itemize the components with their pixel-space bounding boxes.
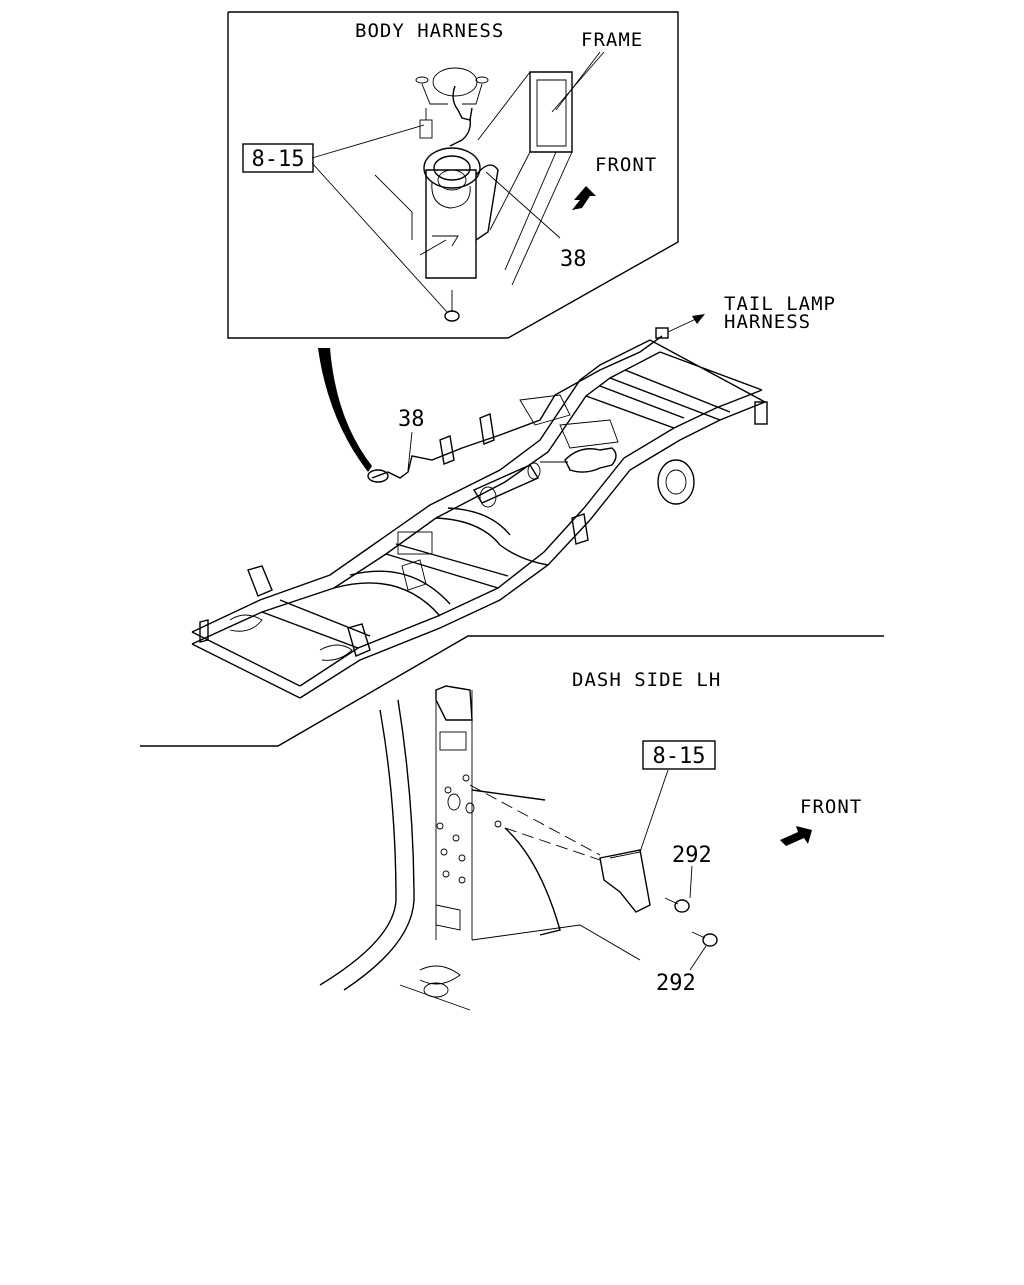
harness-bracket	[374, 147, 499, 279]
dash-part-292-lower: 292	[656, 971, 696, 996]
tail-lamp-label-line2: HARNESS	[724, 311, 811, 333]
body-harness-connector	[415, 67, 489, 147]
dash-ref-text: 8-15	[653, 744, 706, 769]
frame-label: FRAME	[581, 29, 643, 51]
inset-part-38: 38	[560, 247, 587, 272]
inset-front-label: FRONT	[595, 154, 657, 176]
inset-front-arrow-icon	[572, 186, 596, 210]
dash-side-title: DASH SIDE LH	[572, 669, 721, 691]
dash-front-label: FRONT	[800, 796, 862, 818]
tail-lamp-label-line1: TAIL LAMP	[724, 293, 836, 315]
dash-front-arrow-icon	[780, 826, 812, 846]
chassis-harness	[367, 314, 705, 483]
bolt	[444, 290, 460, 322]
tail-lamp-arrow-icon	[692, 314, 705, 324]
inset-ref-box[interactable]	[242, 143, 314, 173]
frame-rail	[477, 51, 605, 286]
inset-ref-text: 8-15	[252, 147, 305, 172]
dash-side-panel: DASH SIDE LH	[140, 635, 884, 1011]
dash-ref-box[interactable]	[642, 740, 716, 770]
section-divider	[140, 635, 884, 747]
panel-holes	[435, 774, 502, 931]
dash-part-292-upper: 292	[672, 843, 712, 868]
bolt-292-lower	[691, 931, 718, 947]
chassis-part-38: 38	[398, 407, 425, 432]
bolt-292-upper	[664, 897, 690, 913]
zoom-link-icon	[318, 348, 372, 472]
body-harness-label: BODY HARNESS	[355, 20, 504, 42]
inset-border	[227, 11, 679, 339]
dash-bracket	[599, 849, 651, 913]
inset-panel: 8-15 BODY HARNESS FRAME FRONT 38	[227, 11, 679, 339]
chassis-frame	[191, 339, 768, 699]
